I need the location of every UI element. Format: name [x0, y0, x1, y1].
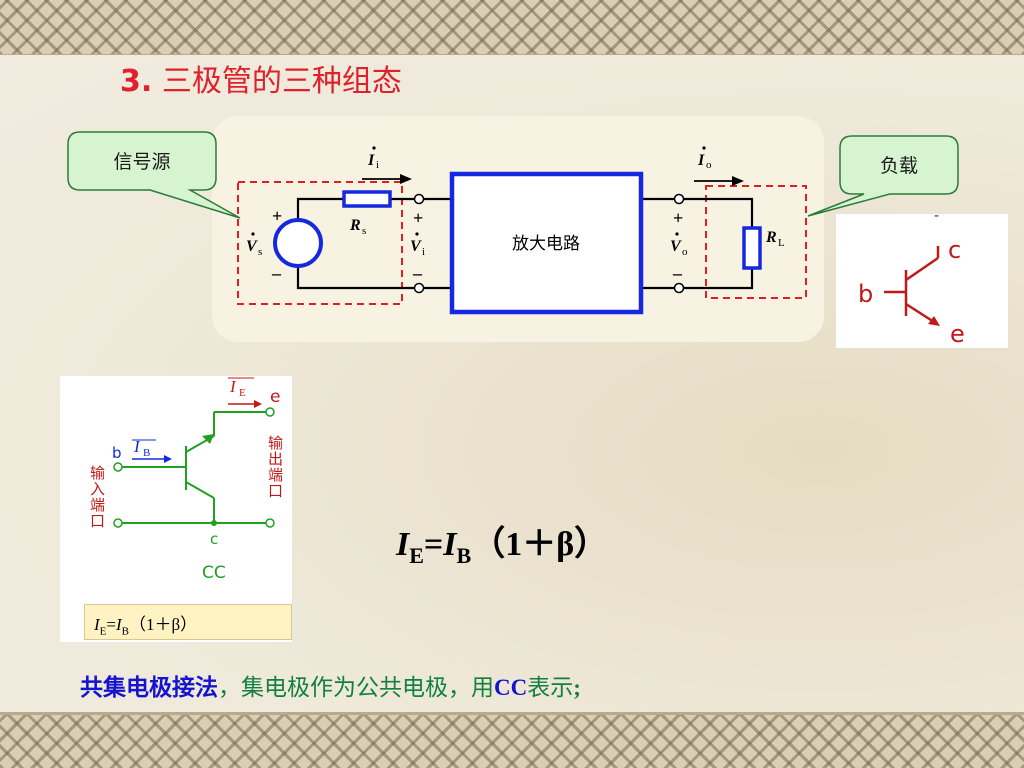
transistor-collector-label: c [948, 236, 961, 264]
transistor-symbol-panel: - b c e [836, 208, 1008, 348]
description-cc: CC [494, 675, 528, 700]
cc-emitter-label: e [270, 387, 280, 407]
source-plus: + [272, 206, 282, 226]
arrowhead-icon [164, 455, 172, 463]
phasor-dot-icon [675, 232, 679, 236]
amplifier-label: 放大电路 [512, 234, 580, 254]
output-current-symbol: I [697, 152, 705, 169]
description-middle: ，集电极作为公共电极，用 [218, 675, 494, 701]
emitter-current-symbol: I [229, 377, 237, 396]
decorative-border-top [0, 0, 1024, 55]
callout-signal-source: 信号源 [67, 131, 241, 219]
cc-wires [122, 411, 266, 524]
input-plus: + [413, 208, 423, 228]
source-dashed-box [237, 181, 403, 305]
title-number: 3. [120, 64, 153, 99]
phasor-dot-icon [372, 146, 376, 150]
load-resistor-subscript: L [778, 237, 785, 249]
svg-text:端: 端 [268, 466, 283, 484]
input-port-label: 输 入 端 口 [90, 464, 105, 530]
source-resistor-subscript: s [362, 225, 366, 237]
source-resistor [342, 190, 392, 208]
output-current-subscript: o [706, 159, 712, 171]
callout-bubble [67, 131, 241, 219]
cc-emitter-arrow-icon [202, 434, 214, 444]
svg-text:输: 输 [90, 464, 105, 482]
description-semicolon: ; [573, 675, 581, 700]
base-current-symbol: I [133, 437, 141, 456]
input-minus: – [412, 263, 423, 283]
output-plus: + [673, 208, 683, 228]
input-voltage-symbol: V [410, 238, 422, 255]
emitter-current-subscript: E [239, 387, 246, 399]
title-text: 三极管的三种组态 [161, 64, 402, 99]
small-formula-box [84, 604, 292, 640]
callout-load: 负载 [807, 135, 959, 217]
voltage-source-symbol [273, 218, 323, 268]
cc-base-label: b [112, 444, 122, 462]
callout-source-label: 信号源 [113, 151, 170, 173]
description-end: 表示 [527, 675, 574, 701]
terminals [413, 193, 685, 294]
input-voltage-subscript: i [422, 246, 425, 258]
callout-bubble [807, 135, 959, 217]
small-formula: IE=IB（1＋β） [94, 615, 198, 638]
source-voltage-subscript: s [258, 246, 262, 258]
output-voltage-subscript: o [682, 246, 688, 258]
amplifier-box [449, 171, 644, 315]
callout-load-label: 负载 [880, 155, 918, 177]
emitter-arrow-icon [928, 316, 940, 326]
cc-junction-dot [211, 520, 217, 526]
output-voltage-symbol: V [670, 238, 682, 255]
arrowhead-icon [254, 400, 262, 408]
output-minus: – [672, 263, 683, 283]
base-current-subscript: B [143, 447, 150, 459]
source-minus: – [271, 263, 282, 283]
phasor-dot-icon [251, 232, 255, 236]
svg-text:入: 入 [90, 480, 105, 498]
cc-config-label: CC [202, 563, 226, 583]
source-resistor-symbol: R [349, 217, 361, 234]
input-current-symbol: I [367, 152, 375, 169]
load-dashed-box [705, 185, 807, 299]
arrowhead-icon [400, 174, 412, 184]
description-line: 共集电极接法，集电极作为公共电极，用CC表示; [80, 668, 581, 702]
description-emphasis: 共集电极接法 [80, 675, 218, 701]
input-current-subscript: i [376, 159, 379, 171]
transistor-panel-bg [836, 214, 1008, 348]
phasor-dot-icon [702, 146, 706, 150]
svg-text:出: 出 [268, 450, 283, 468]
phasor-dot-icon [415, 232, 419, 236]
svg-text:口: 口 [268, 482, 283, 500]
slide-title: 3. 三极管的三种组态 [120, 56, 402, 100]
border-divider [0, 712, 1024, 715]
output-port-label: 输 出 端 口 [268, 434, 283, 500]
svg-text:口: 口 [90, 512, 105, 530]
svg-text:输: 输 [268, 434, 283, 452]
load-resistor-symbol: R [765, 229, 777, 246]
main-formula: IE=IB（1＋β） [396, 526, 609, 568]
load-resistor [742, 226, 762, 270]
cc-collector-label: c [210, 530, 218, 548]
transistor-dash: - [934, 208, 939, 224]
wires [296, 197, 754, 290]
svg-text:端: 端 [90, 496, 105, 514]
source-voltage-symbol: V [246, 238, 258, 255]
cc-terminals [113, 407, 275, 528]
arrowhead-icon [732, 176, 744, 186]
transistor-emitter-label: e [950, 320, 965, 348]
decorative-border-bottom [0, 713, 1024, 768]
cc-circuit-panel [60, 376, 292, 642]
transistor-base-label: b [858, 280, 873, 308]
